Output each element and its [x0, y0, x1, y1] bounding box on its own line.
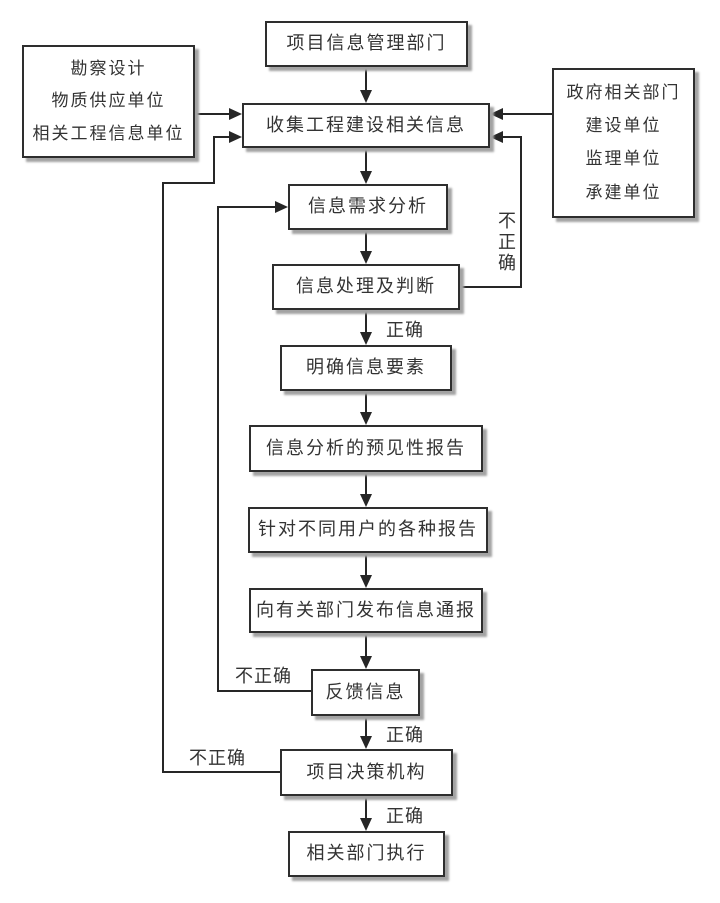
node-label: 反馈信息	[325, 681, 406, 702]
node-clarify-elements: 明确信息要素	[280, 345, 452, 391]
edge-decision-to-execute	[360, 796, 372, 831]
label-processing-correct: 正确	[386, 320, 424, 340]
edge-forecast-to-userreports	[360, 472, 372, 507]
node-label: 信息需求分析	[308, 196, 428, 217]
node-left-sources: 勘察设计 物质供应单位 相关工程信息单位	[22, 45, 195, 158]
arrowhead-right-icon	[275, 201, 288, 213]
edge-notify-to-feedback	[360, 633, 372, 669]
edge-userreports-to-notify	[360, 553, 372, 588]
right-source-line: 承建单位	[585, 182, 662, 202]
arrowhead-down-icon	[360, 251, 372, 264]
left-source-line: 相关工程信息单位	[32, 123, 185, 143]
node-label: 项目信息管理部门	[286, 33, 447, 54]
label-processing-incorrect: 不正确	[496, 211, 516, 274]
arrowhead-left-icon	[490, 108, 503, 120]
label-feedback-incorrect: 不正确	[235, 666, 292, 686]
node-label: 向有关部门发布信息通报	[256, 599, 476, 620]
node-execute-departments: 相关部门执行	[288, 831, 445, 877]
edge-collect-to-demand	[360, 148, 372, 184]
node-project-info-dept: 项目信息管理部门	[265, 21, 468, 67]
edge-feedback-incorrect-loop	[217, 201, 311, 692]
arrowhead-down-icon	[360, 332, 372, 345]
node-right-sources: 政府相关部门 建设单位 监理单位 承建单位	[552, 68, 695, 218]
node-label: 针对不同用户的各种报告	[258, 519, 478, 540]
node-forecast-report: 信息分析的预见性报告	[249, 425, 483, 472]
arrowhead-down-icon	[360, 656, 372, 669]
node-decision-body: 项目决策机构	[280, 749, 453, 796]
left-source-line: 勘察设计	[70, 58, 147, 78]
left-source-line: 物质供应单位	[51, 91, 166, 111]
edge-feedback-to-decision	[360, 716, 372, 749]
node-label: 收集工程建设相关信息	[266, 114, 466, 135]
arrowhead-left-icon	[490, 131, 503, 143]
arrowhead-down-icon	[360, 90, 372, 103]
arrowhead-down-icon	[360, 575, 372, 588]
arrowhead-right-icon	[229, 131, 242, 143]
node-demand-analysis: 信息需求分析	[288, 184, 448, 230]
arrowhead-right-icon	[229, 108, 242, 120]
edge-processing-incorrect-loop	[460, 131, 522, 288]
edge-demand-to-processing	[360, 230, 372, 264]
arrowhead-down-icon	[360, 412, 372, 425]
node-label: 相关部门执行	[306, 843, 427, 864]
edge-rightsources-to-collect	[490, 108, 552, 120]
edge-decision-incorrect-loop	[162, 131, 280, 773]
arrowhead-down-icon	[360, 494, 372, 507]
node-label: 信息分析的预见性报告	[266, 437, 466, 458]
right-source-line: 建设单位	[585, 116, 662, 136]
edge-leftsources-to-collect	[195, 108, 242, 120]
right-source-line: 政府相关部门	[566, 82, 681, 102]
arrowhead-down-icon	[360, 171, 372, 184]
node-user-reports: 针对不同用户的各种报告	[248, 507, 488, 553]
node-collect-info: 收集工程建设相关信息	[242, 103, 490, 148]
label-decision-incorrect: 不正确	[189, 748, 246, 768]
label-decision-correct: 正确	[386, 806, 424, 826]
node-label: 项目决策机构	[306, 761, 427, 782]
node-label: 明确信息要素	[306, 357, 426, 378]
node-label: 信息处理及判断	[296, 276, 436, 297]
node-notify-departments: 向有关部门发布信息通报	[249, 588, 483, 633]
edge-processing-to-clarify	[360, 310, 372, 345]
node-info-processing: 信息处理及判断	[272, 264, 460, 310]
edge-clarify-to-forecast	[360, 391, 372, 425]
edge-topdept-to-collect	[360, 67, 372, 103]
node-feedback-info: 反馈信息	[311, 669, 420, 716]
arrowhead-down-icon	[360, 818, 372, 831]
label-feedback-correct: 正确	[386, 725, 424, 745]
arrowhead-down-icon	[360, 736, 372, 749]
right-source-line: 监理单位	[585, 149, 662, 169]
